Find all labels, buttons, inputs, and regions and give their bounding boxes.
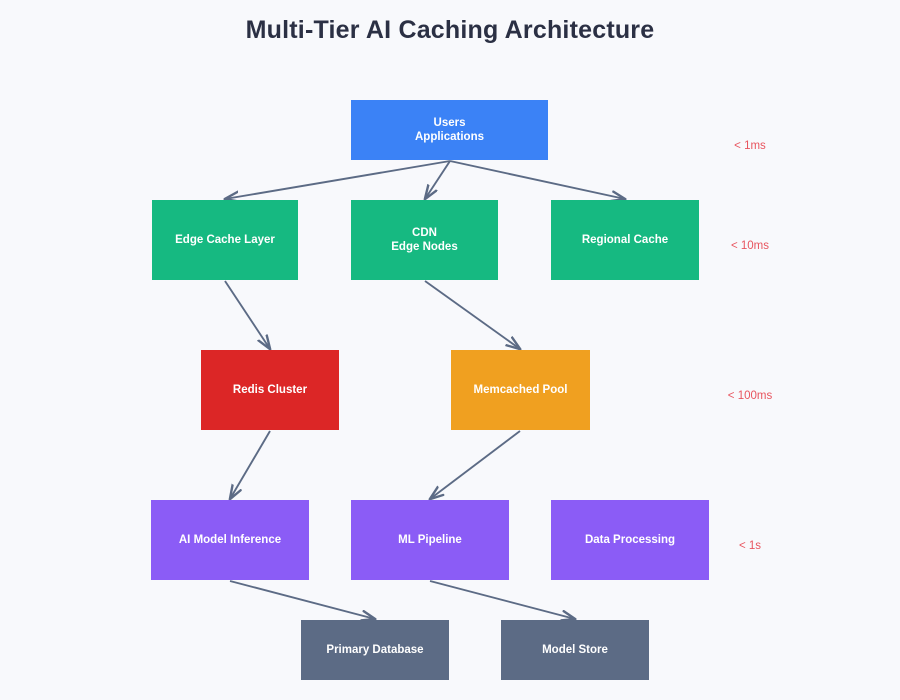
node-edge-cache-layer-label: Edge Cache Layer xyxy=(175,234,275,246)
edge-memcached-to-ml-pipeline xyxy=(430,430,521,499)
node-users-label-line-1: Applications xyxy=(415,131,484,143)
node-data-processing-label-line-0: Data Processing xyxy=(585,534,675,546)
node-users-box xyxy=(351,100,548,160)
edge-ml-pipeline-to-model-store xyxy=(429,580,575,619)
node-ai-model-inference[interactable]: AI Model Inference xyxy=(151,500,309,580)
edge-users-to-regional-cache xyxy=(449,160,625,199)
node-data-processing-label: Data Processing xyxy=(585,534,675,546)
node-model-store[interactable]: Model Store xyxy=(501,620,649,680)
page-title: Multi-Tier AI Caching Architecture xyxy=(245,16,655,44)
node-cdn-edge-nodes[interactable]: CDN Edge Nodes xyxy=(351,200,498,280)
node-memcached-pool-label: Memcached Pool xyxy=(474,384,568,396)
node-memcached-pool-box xyxy=(451,350,590,430)
node-cdn-edge-nodes-label-line-1: Edge Nodes xyxy=(391,241,457,253)
node-redis-cluster-label-line-0: Redis Cluster xyxy=(233,384,308,396)
node-redis-cluster-label: Redis Cluster xyxy=(233,384,308,396)
node-ml-pipeline-label: ML Pipeline xyxy=(398,534,462,546)
node-redis-cluster-box xyxy=(201,350,339,430)
node-ai-model-inference-label-line-0: AI Model Inference xyxy=(179,534,281,546)
edge-users-to-edge-cache-layer xyxy=(225,160,451,199)
edge-edge-cache-to-redis xyxy=(224,280,270,349)
node-regional-cache-label-line-0: Regional Cache xyxy=(582,234,668,246)
latency-tier-2: < 100ms xyxy=(728,390,773,402)
node-model-store-box xyxy=(501,620,649,680)
node-primary-database-label-line-0: Primary Database xyxy=(326,644,423,656)
node-model-store-label: Model Store xyxy=(542,644,608,656)
node-redis-cluster[interactable]: Redis Cluster xyxy=(201,350,339,430)
node-primary-database-label: Primary Database xyxy=(326,644,423,656)
node-memcached-pool[interactable]: Memcached Pool xyxy=(451,350,590,430)
node-edge-cache-layer[interactable]: Edge Cache Layer xyxy=(152,200,298,280)
node-edge-cache-layer-box xyxy=(152,200,298,280)
node-regional-cache[interactable]: Regional Cache xyxy=(551,200,699,280)
node-regional-cache-label: Regional Cache xyxy=(582,234,668,246)
node-ml-pipeline-label-line-0: ML Pipeline xyxy=(398,534,462,546)
latency-tier-0: < 1ms xyxy=(734,140,766,152)
node-primary-database[interactable]: Primary Database xyxy=(301,620,449,680)
node-model-store-label-line-0: Model Store xyxy=(542,644,608,656)
edge-cdn-to-memcached xyxy=(424,280,520,349)
edge-redis-to-ai-model-inference xyxy=(230,430,271,499)
latency-tier-3: < 1s xyxy=(739,540,761,552)
node-data-processing[interactable]: Data Processing xyxy=(551,500,709,580)
node-cdn-edge-nodes-label-line-0: CDN xyxy=(412,227,437,239)
node-cdn-edge-nodes-label: CDN Edge Nodes xyxy=(391,227,457,253)
latency-markers-layer: < 1ms < 10ms < 100ms < 1s xyxy=(728,140,773,552)
node-ml-pipeline-box xyxy=(351,500,509,580)
node-regional-cache-box xyxy=(551,200,699,280)
node-users-label-line-0: Users xyxy=(434,117,466,129)
node-edge-cache-layer-label-line-0: Edge Cache Layer xyxy=(175,234,275,246)
node-primary-database-box xyxy=(301,620,449,680)
node-ai-model-inference-box xyxy=(151,500,309,580)
node-memcached-pool-label-line-0: Memcached Pool xyxy=(474,384,568,396)
latency-tier-1: < 10ms xyxy=(731,240,769,252)
node-data-processing-box xyxy=(551,500,709,580)
node-ml-pipeline[interactable]: ML Pipeline xyxy=(351,500,509,580)
edge-users-to-cdn-edge-nodes xyxy=(425,160,451,199)
node-ai-model-inference-label: AI Model Inference xyxy=(179,534,281,546)
edge-ai-model-to-primary-database xyxy=(229,580,375,619)
edges-layer xyxy=(224,160,625,619)
node-cdn-edge-nodes-box xyxy=(351,200,498,280)
